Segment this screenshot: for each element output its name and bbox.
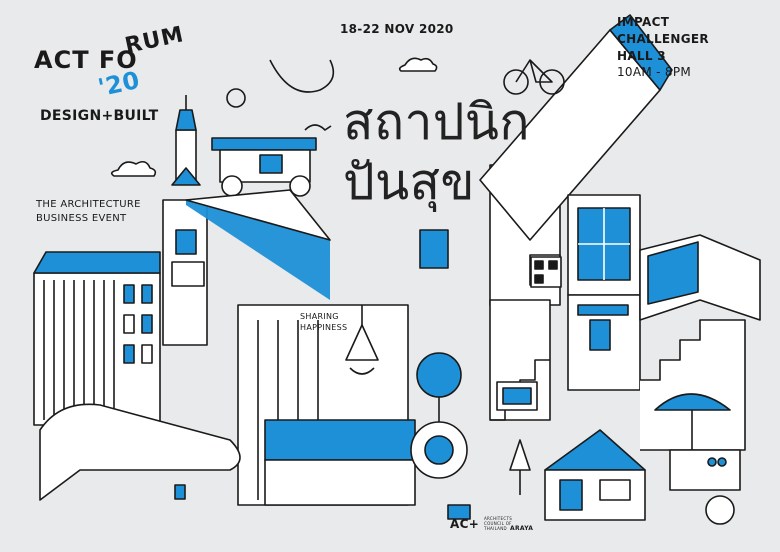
tower — [162, 95, 208, 346]
tuk-tuk — [211, 137, 317, 197]
event-venue: IMPACT CHALLENGER HALL 3 — [617, 14, 709, 65]
door-building — [567, 194, 641, 391]
event-dates: 18-22 NOV 2020 — [340, 22, 454, 36]
thai-title-line2: ปันสุข — [343, 153, 475, 211]
umbrella-cart — [654, 393, 741, 525]
logo-act-fo: ACT FO — [34, 46, 138, 74]
sponsor-caption-line3: THAILAND — [484, 526, 507, 531]
sponsor-caption-line2: COUNCIL OF — [484, 521, 512, 526]
sharing-happiness-sign: SHARING HAPPINESS — [300, 311, 347, 333]
open-book — [639, 234, 761, 321]
venue-line3: HALL 3 — [617, 49, 666, 63]
sign-line2: HAPPINESS — [300, 323, 348, 332]
thai-title-line1: สถาปนิก — [343, 93, 530, 151]
venue-line1: IMPACT — [617, 15, 670, 29]
tagline-line2: BUSINESS EVENT — [36, 213, 127, 224]
logo-subtitle: DESIGN+BUILT — [40, 108, 159, 124]
bottom-houses — [544, 429, 646, 521]
thai-title: สถาปนิก ปันสุข — [343, 92, 530, 212]
sponsor-act-plus-caption: ARCHITECTS COUNCIL OF THAILAND — [484, 516, 512, 531]
pencil — [479, 14, 673, 241]
sponsor-act-plus-logo: AC+ — [450, 517, 480, 531]
event-hours: 10AM - 8PM — [617, 65, 692, 79]
left-building — [33, 251, 161, 426]
lamp — [345, 305, 379, 375]
sponsor-araya-logo: ARAYA — [510, 525, 534, 532]
central-building — [237, 304, 416, 506]
tagline-line1: THE ARCHITECTURE — [36, 199, 141, 210]
tagline: THE ARCHITECTURE BUSINESS EVENT — [36, 198, 141, 226]
sponsor-caption-line1: ARCHITECTS — [484, 516, 513, 521]
bicycle — [503, 59, 565, 95]
venue-line2: CHALLENGER — [617, 32, 709, 46]
sign-line1: SHARING — [300, 312, 339, 321]
